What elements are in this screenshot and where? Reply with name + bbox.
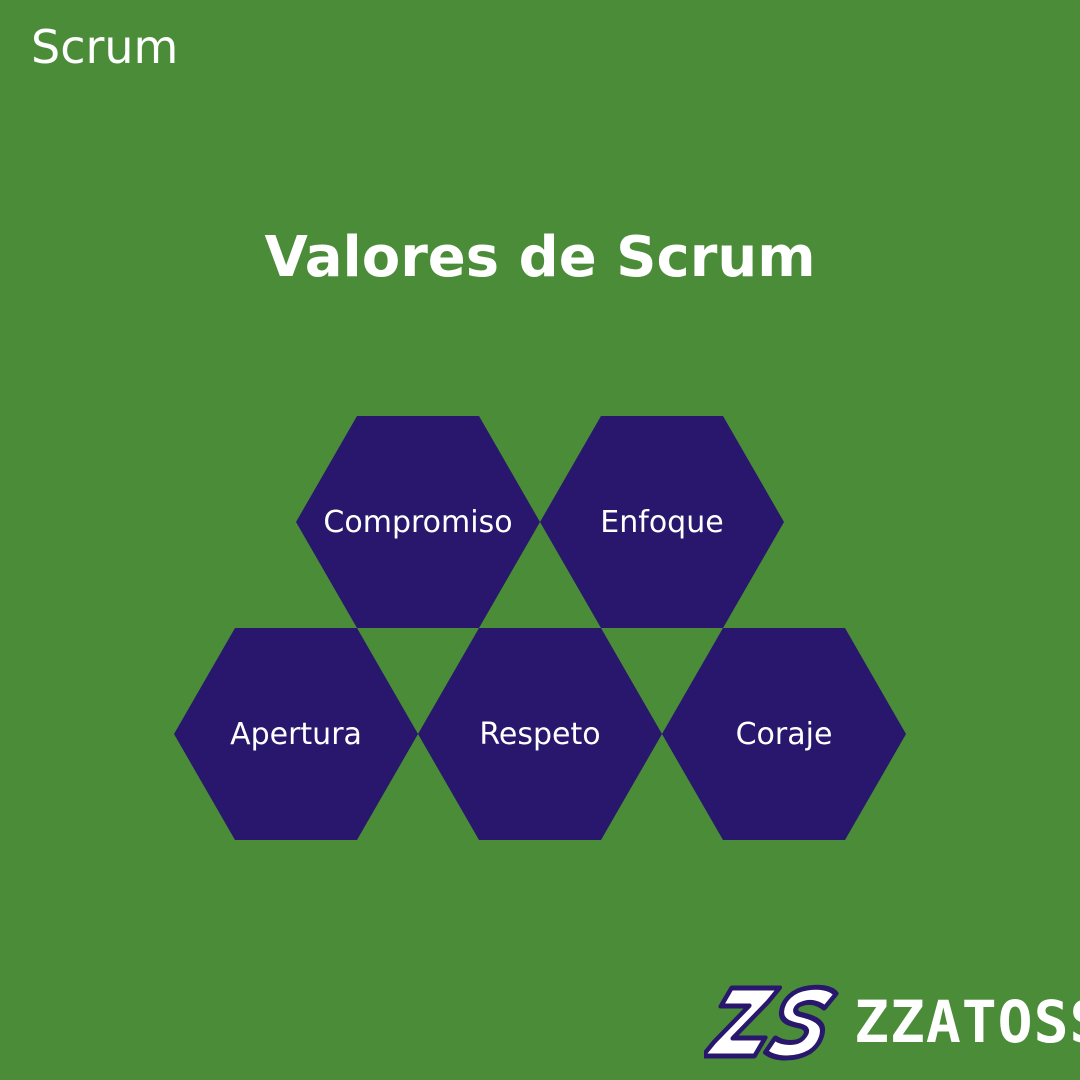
- hexagon-apertura: Apertura: [174, 628, 418, 840]
- hexagon-label: Apertura: [230, 716, 362, 752]
- brand-name: ZZATOSS: [854, 988, 1080, 1056]
- hexagon-label: Respeto: [479, 716, 601, 752]
- hexagon-compromiso: Compromiso: [296, 416, 540, 628]
- hexagon-respeto: Respeto: [418, 628, 662, 840]
- brand-logo: ZZATOSS: [704, 978, 1080, 1066]
- zs-logo-icon: [704, 984, 839, 1061]
- corner-label: Scrum: [31, 20, 179, 74]
- hexagon-coraje: Coraje: [662, 628, 906, 840]
- hexagon-label: Compromiso: [323, 504, 513, 540]
- hexagon-label: Enfoque: [600, 504, 724, 540]
- hexagon-enfoque: Enfoque: [540, 416, 784, 628]
- hexagon-label: Coraje: [735, 716, 833, 752]
- page-title: Valores de Scrum: [264, 225, 816, 290]
